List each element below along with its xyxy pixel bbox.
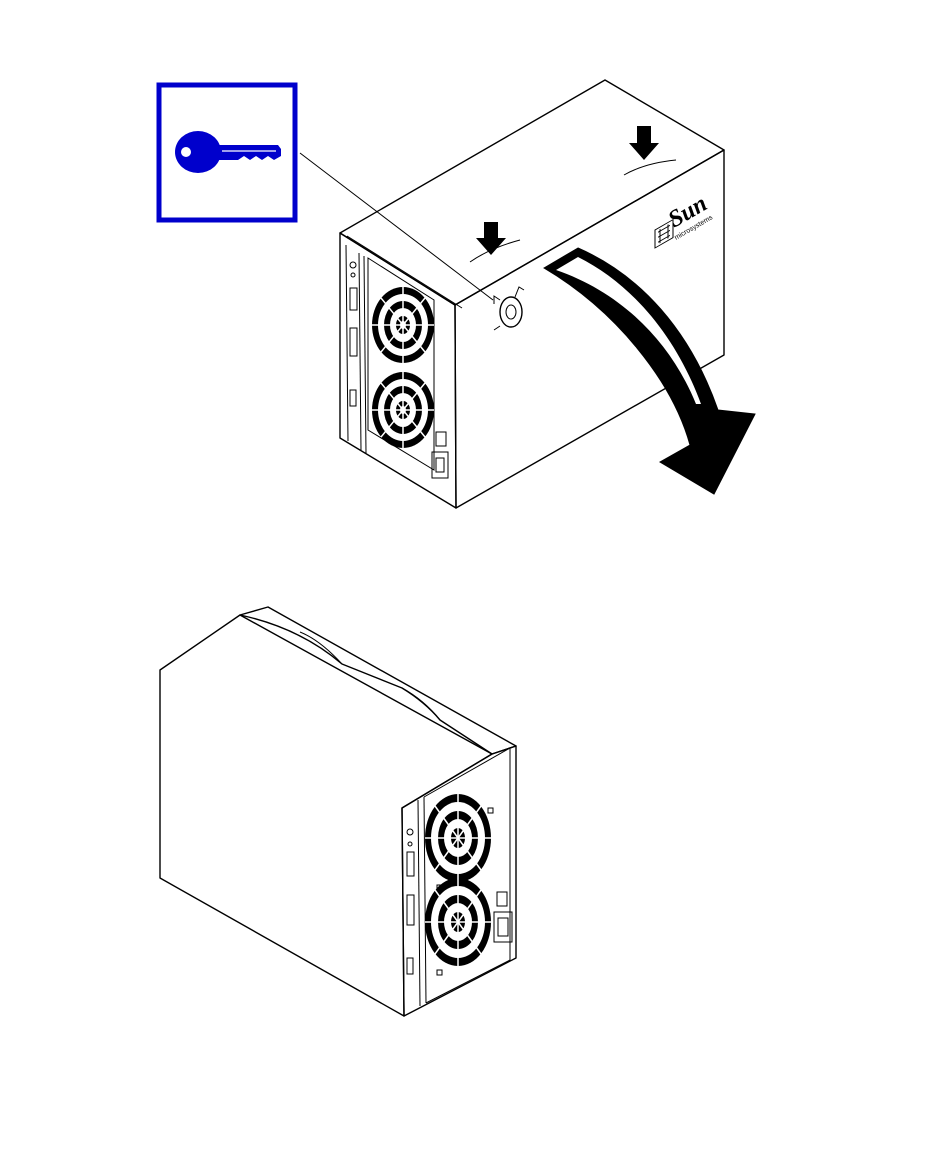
lock-icon <box>494 287 524 330</box>
enclosure-top-view: Sun microsystems <box>340 80 724 508</box>
fan-icon <box>372 287 434 363</box>
sun-logo: Sun microsystems <box>655 191 714 248</box>
bottom-step-illustration <box>160 607 516 1016</box>
key-callout <box>159 85 295 220</box>
rear-panel-bottom <box>407 794 512 975</box>
rear-panel-top <box>346 245 448 478</box>
callout-leader-line <box>300 153 493 300</box>
top-step-illustration: Sun microsystems <box>159 80 755 508</box>
press-arrow-icon <box>476 222 506 255</box>
press-arrow-icon <box>629 126 659 160</box>
fan-icon <box>425 794 491 882</box>
fan-icon <box>372 372 434 448</box>
fan-icon <box>425 878 491 966</box>
